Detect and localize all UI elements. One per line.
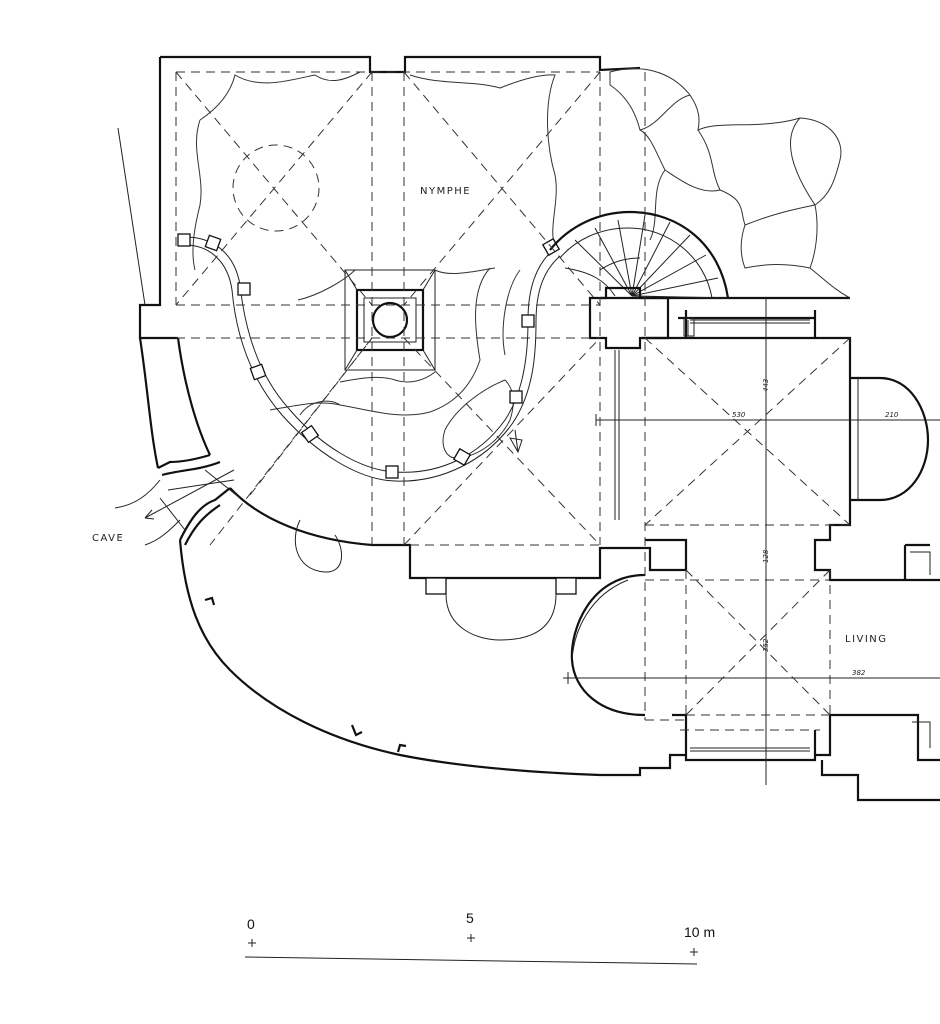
room-label-nymphe: NYMPHE [420,186,471,197]
scale-tick-10: 10 m [684,924,715,940]
curved-walkway [177,233,561,482]
cave-passage [114,453,241,546]
exterior-walls [117,55,940,802]
dimension-210: 210 [885,411,899,419]
dimension-443: 443 [762,379,770,392]
scale-tick-5: 5 [466,910,474,926]
dimension-128: 128 [762,549,770,563]
dimension-530: 530 [732,411,746,419]
dimension-352: 352 [762,638,770,652]
scale-bar: 0 5 10 m [244,910,715,965]
vault-projection-lines [175,71,851,731]
room-label-cave: CAVE [92,533,124,544]
dimension-382: 382 [852,669,866,677]
dimension-lines [563,298,940,785]
room-label-living: LIVING [845,634,888,645]
scale-tick-0: 0 [247,916,255,932]
spiral-staircase [549,210,730,350]
